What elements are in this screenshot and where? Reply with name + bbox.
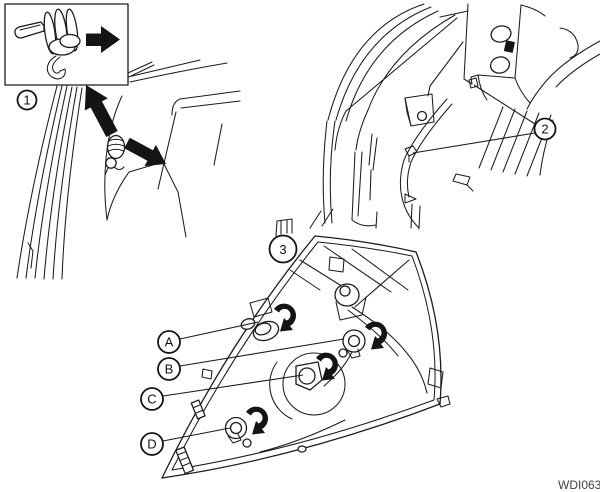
pillar-trim-lines [16,85,123,280]
callout-3: 3 [268,234,298,264]
shelf-lines [106,90,241,238]
callout-1-label: 1 [23,93,30,108]
roof-lines [127,59,228,83]
arrow-up-left [84,85,118,137]
arrow-down-right [124,137,166,167]
inner-panel-lines [275,17,600,237]
arrow-right-inset [86,26,120,53]
bulb-socket-d [224,406,269,444]
lamp-housing-inner [171,241,436,471]
section-tail-lamp-assembly: 3 A B C D [140,234,451,479]
callout-a-label: A [165,335,174,350]
callout-d: D [140,427,231,456]
callout-b: B [157,338,345,381]
callout-d-label: D [147,437,156,452]
callout-c: C [140,374,304,411]
callout-a: A [157,321,259,354]
section-trim-clip: 1 [4,3,241,280]
figure-id-watermark: WDI063 [558,478,600,492]
trim-clip-grommet [104,134,126,176]
clip-detail-inset [4,3,129,86]
callout-3-label: 3 [279,242,286,257]
bulb-socket-a [240,297,297,342]
lamp-housing-outer [161,235,442,479]
bulb-socket-c [269,352,346,420]
lamp-interior [175,245,451,475]
section-body-panel: 2 [275,3,600,237]
callout-2-label: 2 [541,122,548,137]
door-opening-curves [322,3,456,229]
bracket-stud [503,40,515,53]
callout-2: 2 [412,84,557,154]
lamp-mounting-bracket [439,3,546,104]
bulb-socket-b [342,321,388,359]
callout-b-label: B [165,362,174,377]
mounting-nut-upper [468,77,479,89]
callout-c-label: C [147,392,156,407]
clip-detail-drawing [14,8,81,80]
callout-1: 1 [16,89,38,111]
